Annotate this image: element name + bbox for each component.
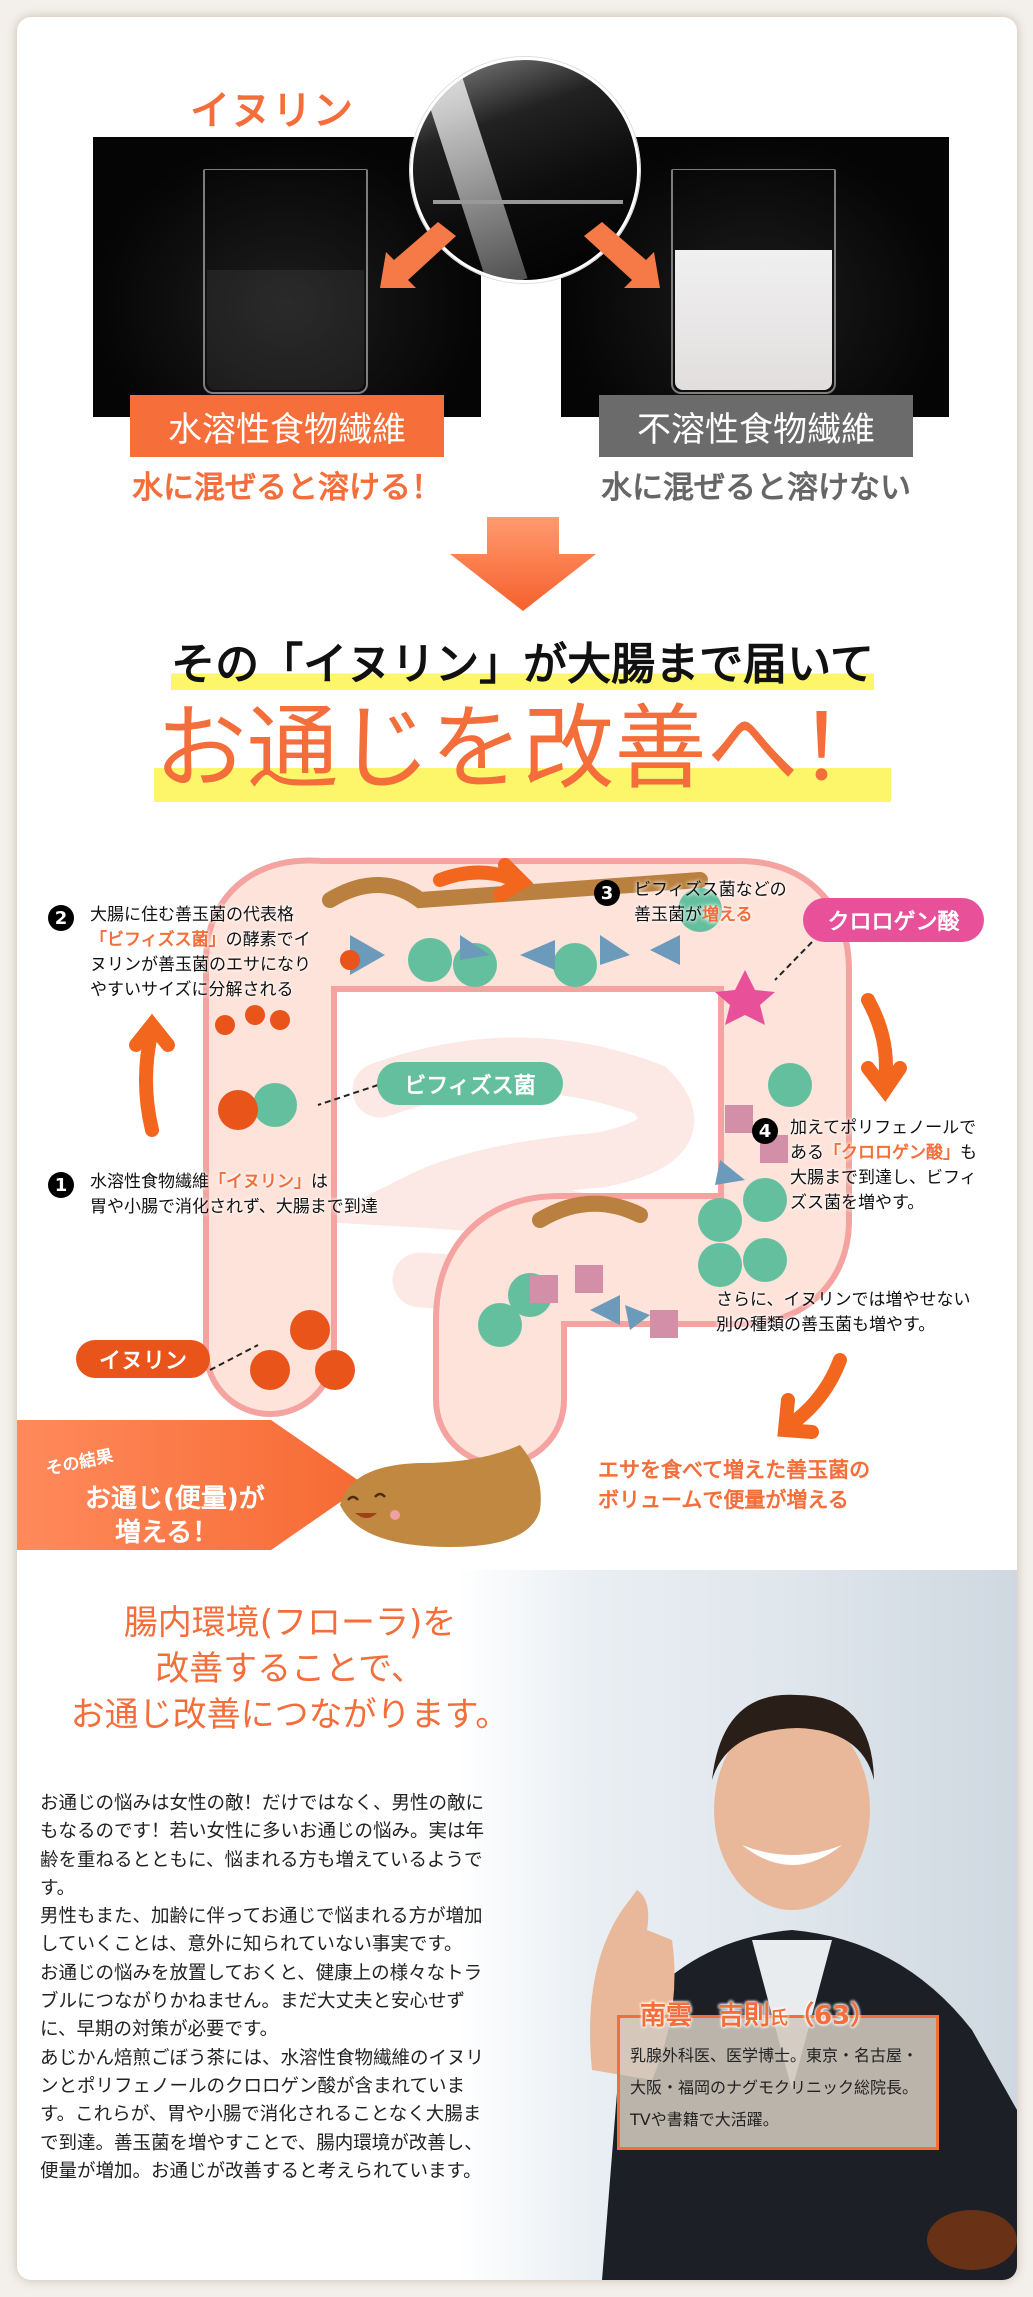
body-paragraph: 男性もまた、加齢に伴ってお通じで悩まれる方が増加していくことは、意外に知られてい… <box>40 1906 483 1956</box>
doctor-photo <box>590 1694 1017 2280</box>
step3-highlight: 増える <box>702 905 753 925</box>
step4-line1: 加えてポリフェノールで <box>790 1118 977 1138</box>
extra-line1: さらに、イヌリンでは増やせない <box>716 1290 971 1310</box>
step1-number: 1 <box>48 1172 74 1198</box>
volume-note: エサを食べて増えた善玉菌の ボリュームで便量が増える <box>598 1455 870 1515</box>
headline-line1-text: その「イヌリン」が大腸まで届いて <box>171 639 874 690</box>
bifidus-label: ビフィズス菌 <box>377 1062 563 1105</box>
step1-line2: 胃や小腸で消化されず、大腸まで到達 <box>90 1197 378 1217</box>
bacteria-icons <box>215 888 812 1390</box>
flow-arrows-icon <box>129 858 907 1439</box>
step4-number: 4 <box>752 1118 778 1144</box>
soluble-fiber-label: 水溶性食物繊維 <box>130 395 444 457</box>
headline-line1: その「イヌリン」が大腸まで届いて <box>145 628 900 694</box>
step4-line3: 大腸まで到達し、ビフィ <box>790 1168 977 1188</box>
step1-annotation: 水溶性食物繊維「イヌリン」は 胃や小腸で消化されず、大腸まで到達 <box>90 1170 378 1220</box>
doctor-honorific: 氏 <box>770 2008 789 2029</box>
result-small: その結果 <box>44 1446 115 1480</box>
insoluble-caption: 水に混ぜると溶けない <box>601 470 911 506</box>
doctor-bio: 乳腺外科医、医学博士。東京・名古屋・ 大阪・福岡のナグモクリニック総院長。 TV… <box>630 2040 935 2136</box>
step2-number: 2 <box>48 905 74 931</box>
step2-line2: の酵素でイ <box>225 930 311 950</box>
result-line1: お通じ(便量)が <box>85 1484 265 1514</box>
clear-glass-icon <box>203 169 368 394</box>
inulin-title: イヌリン <box>190 88 354 134</box>
extra-annotation: さらに、イヌリンでは増やせない 別の種類の善玉菌も増やす。 <box>716 1288 971 1338</box>
result-line2: 増える！ <box>115 1518 219 1548</box>
body-paragraph: お通じの悩みを放置しておくと、健康上の様々なトラブルにつながりかねません。まだ大… <box>40 1962 483 2041</box>
step2-line3: ヌリンが善玉菌のエサになり <box>90 955 311 975</box>
split-arrows-icon <box>380 222 660 288</box>
step2-line1: 大腸に住む善玉菌の代表格 <box>90 905 294 925</box>
bio-line1: 乳腺外科医、医学博士。東京・名古屋・ <box>630 2046 919 2065</box>
heading-line3: お通じ改善につながります。 <box>70 1695 510 1735</box>
body-text: お通じの悩みは女性の敵！だけではなく、男性の敵にもなるのです！若い女性に多いお通… <box>40 1790 490 2186</box>
headline-line2: お通じを改善へ！ <box>145 690 900 808</box>
step4-line2-b: も <box>960 1143 977 1163</box>
section-heading: 腸内環境(フローラ)を 改善することで、 お通じ改善につながります。 <box>40 1600 540 1738</box>
doctor-age: （63） <box>788 2001 877 2031</box>
step4-line4: ズス菌を増やす。 <box>790 1193 925 1213</box>
body-paragraph: あじかん焙煎ごぼう茶には、水溶性食物繊維のイヌリンとポリフェノールのクロロゲン酸… <box>40 2047 485 2182</box>
large-intestine-icon <box>203 857 852 1467</box>
soluble-caption: 水に混ぜると溶ける！ <box>132 470 442 506</box>
step4-line2: ある <box>790 1143 824 1163</box>
bio-line3: TVや書籍で大活躍。 <box>630 2110 779 2129</box>
step3-annotation: ビフィズス菌などの 善玉菌が増える <box>634 878 787 928</box>
step2-highlight: 「ビフィズス菌」 <box>90 930 226 950</box>
chlorogenic-label: クロロゲン酸 <box>803 898 984 942</box>
step4-annotation: 加えてポリフェノールで ある「クロロゲン酸」も 大腸まで到達し、ビフィ ズス菌を… <box>790 1116 977 1216</box>
insoluble-fiber-label: 不溶性食物繊維 <box>599 395 913 457</box>
step1-text-b: は <box>311 1172 328 1192</box>
doctor-profile-box <box>617 2015 939 2150</box>
step3-line2: 善玉菌が <box>634 905 702 925</box>
step1-highlight: 「イヌリン」 <box>209 1172 311 1192</box>
volume-note-line1: エサを食べて増えた善玉菌の <box>598 1458 871 1482</box>
step4-highlight: 「クロロゲン酸」 <box>824 1143 960 1163</box>
headline-line2-text: お通じを改善へ！ <box>154 695 891 802</box>
insoluble-fiber-photo <box>561 137 949 417</box>
down-arrow-icon <box>450 517 596 611</box>
bio-line2: 大阪・福岡のナグモクリニック総院長。 <box>630 2078 919 2097</box>
extra-line2: 別の種類の善玉菌も増やす。 <box>716 1315 936 1335</box>
step3-number: 3 <box>594 880 620 906</box>
cloudy-glass-icon <box>671 169 836 394</box>
step3-line1: ビフィズス菌などの <box>634 880 787 900</box>
body-paragraph: お通じの悩みは女性の敵！だけではなく、男性の敵にもなるのです！若い女性に多いお通… <box>40 1793 485 1899</box>
step2-annotation: 大腸に住む善玉菌の代表格 「ビフィズス菌」の酵素でイ ヌリンが善玉菌のエサになり… <box>90 903 311 1003</box>
step1-text: 水溶性食物繊維 <box>90 1172 209 1192</box>
step2-line4: やすいサイズに分解される <box>90 980 294 1000</box>
heading-line2: 改善することで、 <box>155 1649 425 1689</box>
intestine-diagram <box>129 857 907 1467</box>
doctor-name-text: 南雲 吉則 <box>640 2001 771 2031</box>
pointer-arrows-icon <box>209 941 813 1371</box>
volume-note-line2: ボリュームで便量が増える <box>598 1488 849 1512</box>
smiling-stool-icon <box>340 1445 541 1547</box>
inulin-label: イヌリン <box>76 1340 210 1378</box>
doctor-name: 南雲 吉則氏（63） <box>640 1995 876 2032</box>
heading-line1: 腸内環境(フローラ)を <box>123 1603 457 1643</box>
